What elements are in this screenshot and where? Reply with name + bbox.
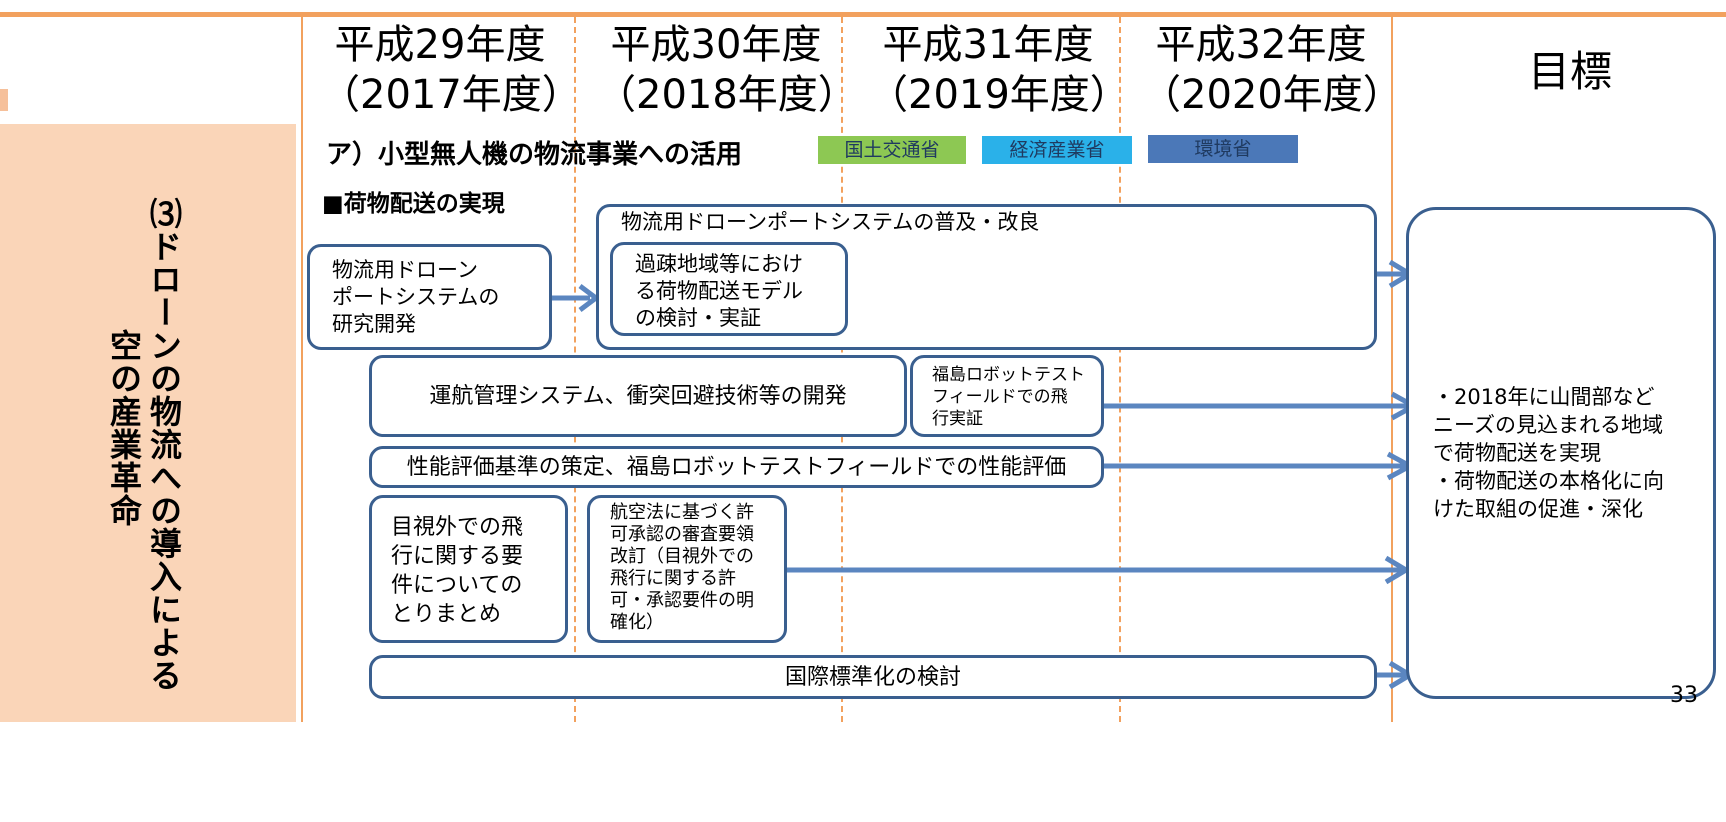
- goal-header: 目標: [1528, 47, 1613, 96]
- year-header-2018: 平成30年度 （2018年度）: [596, 20, 858, 120]
- box-port-research-text: 物流用ドローン ポートシステムの 研究開発: [332, 258, 500, 336]
- box-performance-evaluation-text: 性能評価基準の策定、福島ロボットテストフィールドでの性能評価: [406, 454, 1067, 480]
- year-header-2020-western: （2020年度）: [1141, 72, 1403, 118]
- year-header-2018-heisei: 平成30年度: [610, 22, 822, 68]
- year-header-2017: 平成29年度 （2017年度）: [320, 20, 582, 120]
- box-goal-text: ・2018年に山間部など ニーズの見込まれる地域 で荷物配送を実現 ・荷物配送の…: [1433, 385, 1664, 521]
- box-depopulated-model: 過疎地域等におけ る荷物配送モデル の検討・実証: [610, 242, 848, 336]
- column-divider-goal: [1391, 17, 1393, 722]
- box-aviation-law: 航空法に基づく許 可承認の審査要領 改訂（目視外での 飛行に関する許 可・承認要…: [587, 495, 787, 643]
- left-title-line-1: ⑶ドローンの物流への導入による: [145, 197, 183, 692]
- year-header-2018-western: （2018年度）: [596, 72, 858, 118]
- year-header-2019-heisei: 平成31年度: [882, 22, 1094, 68]
- year-header-2020: 平成32年度 （2020年度）: [1141, 20, 1403, 120]
- box-international-standardization: 国際標準化の検討: [369, 655, 1377, 699]
- section-title: ア）小型無人機の物流事業への活用: [326, 140, 743, 170]
- subsection-title: ■荷物配送の実現: [322, 191, 505, 217]
- ministry-tag-meti: 経済産業省: [982, 136, 1132, 164]
- box-flight-management-text: 運航管理システム、衝突回避技術等の開発: [429, 383, 847, 409]
- year-header-2020-heisei: 平成32年度: [1155, 22, 1367, 68]
- year-header-2019: 平成31年度 （2019年度）: [868, 20, 1130, 120]
- year-header-2017-heisei: 平成29年度: [334, 22, 546, 68]
- page-number: 33: [1670, 683, 1698, 708]
- box-depopulated-model-text: 過疎地域等におけ る荷物配送モデル の検討・実証: [635, 252, 803, 330]
- box-aviation-law-text: 航空法に基づく許 可承認の審査要領 改訂（目視外での 飛行に関する許 可・承認要…: [610, 502, 754, 633]
- box-port-spread-text: 物流用ドローンポートシステムの普及・改良: [621, 210, 1040, 234]
- year-header-2019-western: （2019年度）: [868, 72, 1130, 118]
- box-flight-management: 運航管理システム、衝突回避技術等の開発: [369, 355, 907, 437]
- top-accent-bar: [0, 12, 1726, 17]
- box-bvlos-requirements: 目視外での飛 行に関する要 件についての とりまとめ: [369, 495, 568, 643]
- left-accent-mark: [0, 89, 8, 111]
- year-header-2017-western: （2017年度）: [320, 72, 582, 118]
- box-fukushima-flight: 福島ロボットテスト フィールドでの飛 行実証: [910, 355, 1104, 437]
- box-bvlos-requirements-text: 目視外での飛 行に関する要 件についての とりまとめ: [391, 515, 524, 627]
- column-divider-left: [301, 17, 303, 722]
- ministry-tag-mlit: 国土交通省: [818, 136, 966, 164]
- box-performance-evaluation: 性能評価基準の策定、福島ロボットテストフィールドでの性能評価: [369, 446, 1104, 488]
- ministry-tag-moe: 環境省: [1148, 135, 1298, 163]
- box-international-standardization-text: 国際標準化の検討: [784, 664, 961, 690]
- box-port-research: 物流用ドローン ポートシステムの 研究開発: [307, 244, 552, 350]
- box-goal: ・2018年に山間部など ニーズの見込まれる地域 で荷物配送を実現 ・荷物配送の…: [1406, 207, 1716, 699]
- year-divider-2020: [1119, 17, 1121, 722]
- box-fukushima-flight-text: 福島ロボットテスト フィールドでの飛 行実証: [932, 365, 1085, 429]
- left-title-line-2: 空の産業革命: [105, 329, 143, 527]
- left-title-band: ⑶ドローンの物流への導入による 空の産業革命: [0, 124, 296, 722]
